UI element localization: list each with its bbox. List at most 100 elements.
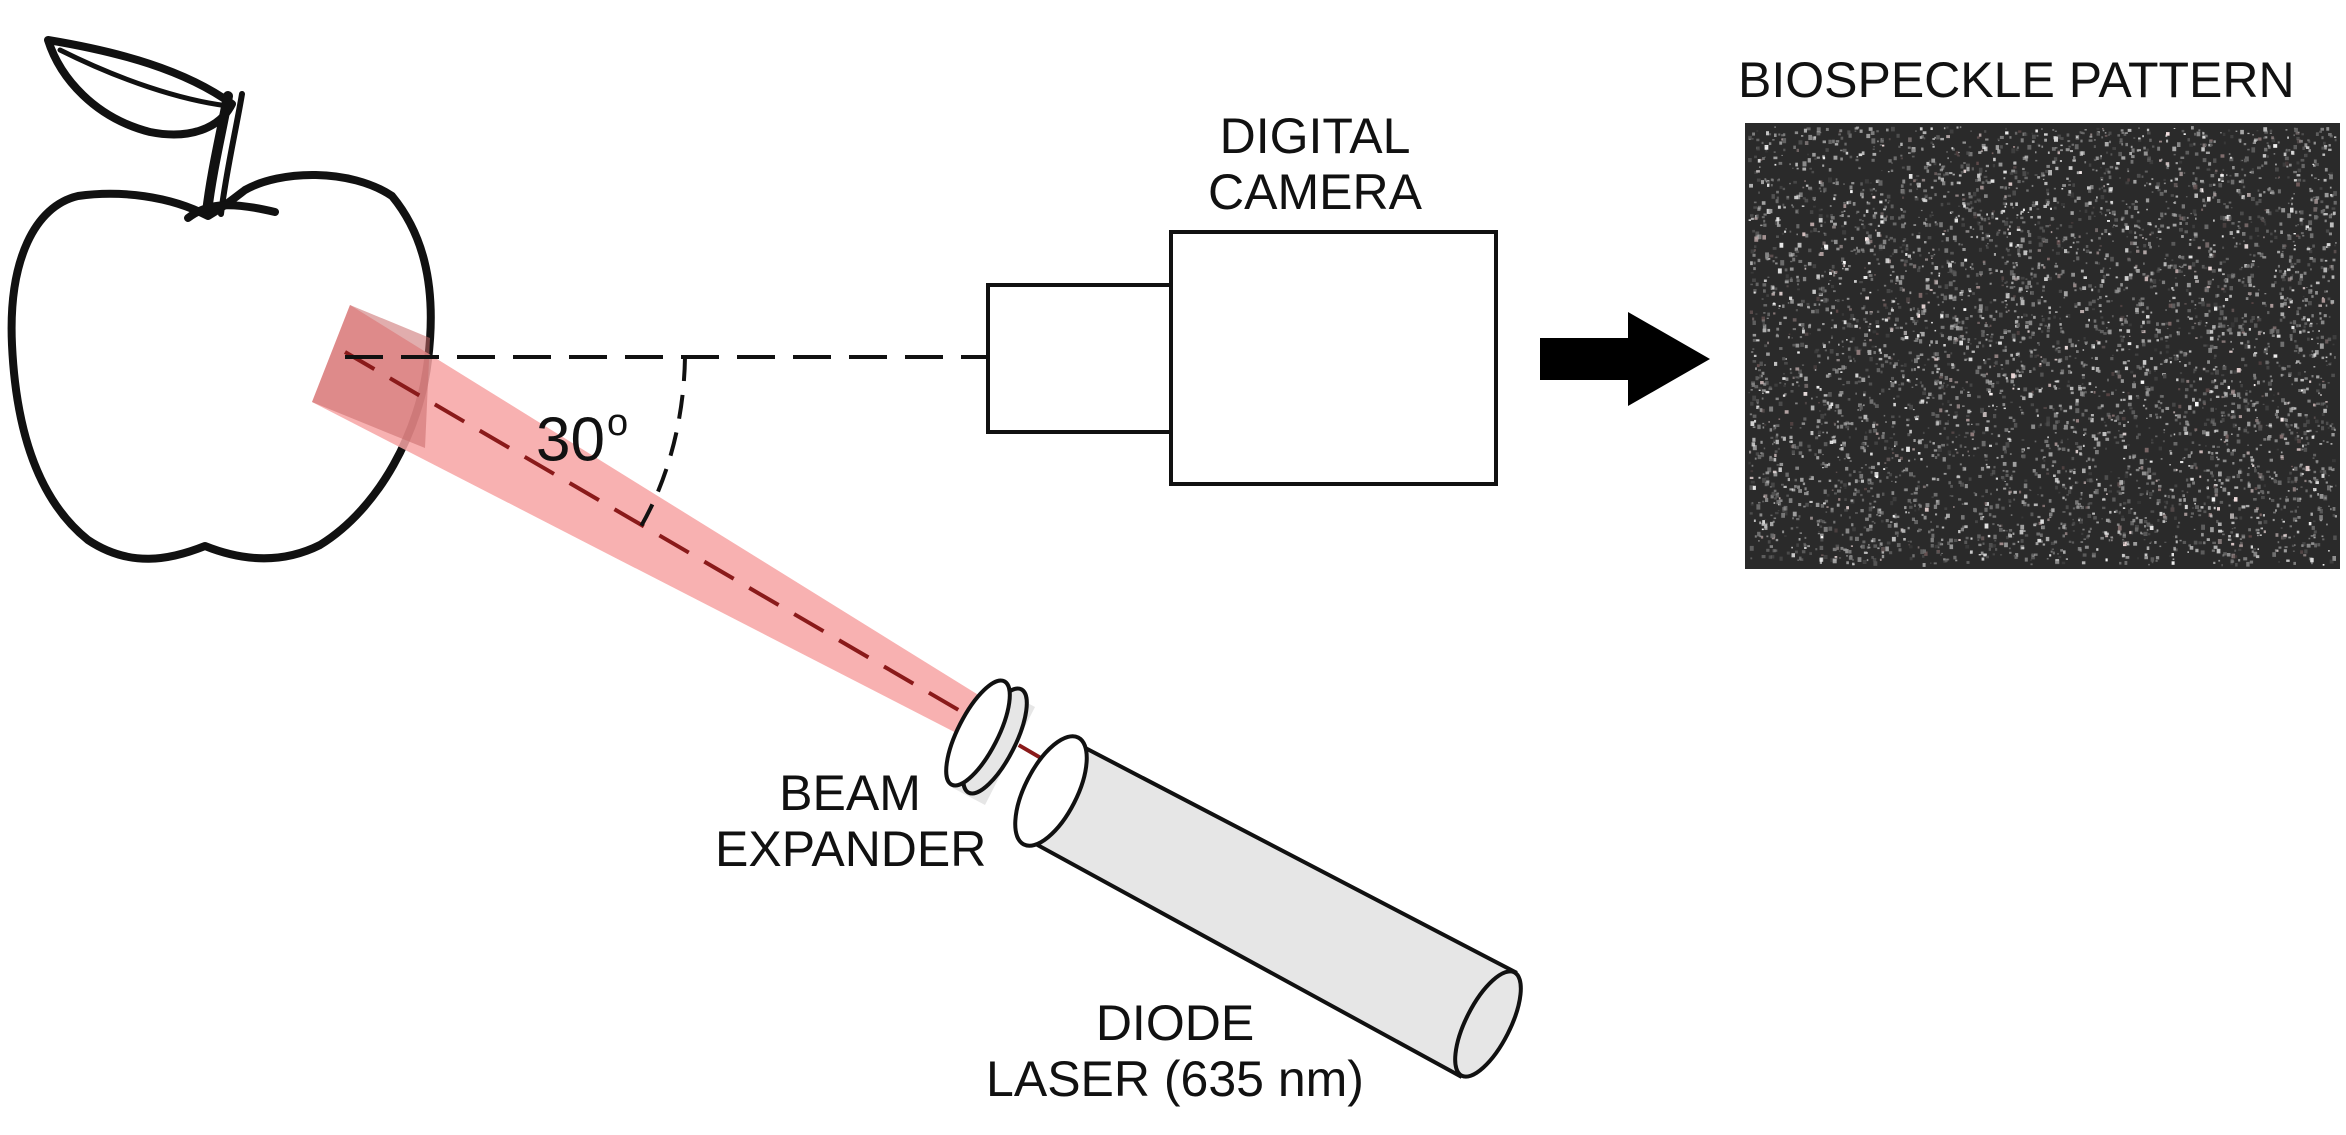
speckle-dot	[2156, 322, 2159, 326]
speckle-dot	[2250, 399, 2253, 402]
speckle-dot	[1816, 425, 1820, 429]
speckle-dot	[2106, 412, 2111, 417]
speckle-dot	[1961, 503, 1964, 505]
speckle-dot	[1869, 239, 1873, 244]
speckle-dot	[2056, 444, 2059, 448]
speckle-dot	[1972, 292, 1975, 295]
speckle-dot	[2132, 454, 2137, 458]
speckle-dot	[2082, 286, 2087, 290]
speckle-dot	[2059, 327, 2063, 330]
speckle-dot	[2230, 135, 2234, 139]
speckle-dot	[1976, 188, 1979, 192]
speckle-dot	[2081, 412, 2085, 417]
speckle-dot	[1941, 402, 1944, 406]
speckle-dot	[1977, 365, 1982, 370]
speckle-dot	[1809, 333, 1811, 335]
speckle-dot	[1757, 407, 1761, 410]
speckle-dot	[2153, 366, 2158, 370]
speckle-dot	[2204, 289, 2207, 292]
speckle-dot	[2237, 189, 2241, 194]
speckle-dot	[2135, 307, 2139, 312]
speckle-dot	[1828, 404, 1832, 409]
speckle-dot	[2002, 445, 2007, 451]
speckle-dot	[2022, 208, 2025, 212]
speckle-dot	[2107, 134, 2110, 136]
speckle-dot	[2115, 276, 2118, 279]
speckle-dot	[1943, 230, 1947, 232]
speckle-dot	[2327, 427, 2330, 429]
speckle-dot	[1916, 354, 1920, 360]
speckle-dot	[2118, 486, 2121, 488]
speckle-dot	[2228, 538, 2232, 541]
speckle-dot	[1905, 270, 1907, 272]
speckle-dot	[1961, 337, 1964, 340]
speckle-dot	[2277, 250, 2281, 254]
speckle-dot	[2145, 407, 2148, 410]
speckle-dot	[2107, 170, 2111, 174]
speckle-dot	[2323, 495, 2328, 501]
speckle-dot	[2226, 218, 2231, 222]
speckle-dot	[2024, 155, 2029, 159]
speckle-dot	[1785, 377, 1789, 381]
speckle-dot	[2009, 270, 2014, 276]
speckle-dot	[2122, 507, 2126, 509]
speckle-dot	[2119, 138, 2123, 143]
speckle-dot	[2322, 212, 2326, 216]
speckle-dot	[2313, 403, 2316, 407]
speckle-dot	[2325, 339, 2329, 344]
speckle-dot	[2256, 465, 2260, 468]
speckle-dot	[1852, 202, 1856, 206]
speckle-dot	[2020, 276, 2025, 280]
speckle-dot	[2273, 511, 2276, 514]
speckle-dot	[1909, 472, 1913, 477]
speckle-dot	[2021, 516, 2024, 519]
speckle-dot	[1953, 506, 1955, 508]
speckle-dot	[2058, 447, 2062, 450]
speckle-dot	[1784, 361, 1788, 365]
speckle-dot	[2145, 368, 2150, 372]
speckle-dot	[2117, 525, 2122, 531]
speckle-dot	[2014, 262, 2018, 265]
speckle-dot	[2027, 211, 2030, 213]
speckle-dot	[2291, 383, 2293, 386]
speckle-dot	[2094, 437, 2099, 441]
speckle-dot	[1834, 239, 1838, 245]
speckle-dot	[2103, 421, 2106, 424]
speckle-dot	[1843, 422, 1847, 426]
speckle-dot	[1954, 381, 1959, 384]
speckle-dot	[1774, 163, 1777, 166]
speckle-dot	[1782, 511, 1785, 513]
speckle-dot	[1854, 427, 1857, 431]
speckle-dot	[2008, 490, 2012, 494]
speckle-dot	[2016, 264, 2018, 267]
speckle-dot	[2072, 418, 2075, 422]
speckle-dot	[2060, 369, 2065, 375]
speckle-dot	[1998, 524, 2002, 528]
speckle-dot	[2038, 389, 2042, 393]
speckle-dot	[2104, 214, 2107, 217]
speckle-dot	[1759, 521, 1762, 525]
speckle-dot	[2128, 323, 2132, 327]
speckle-dot	[2121, 416, 2126, 421]
speckle-dot	[1807, 444, 1811, 448]
speckle-dot	[2132, 518, 2136, 523]
speckle-dot	[2309, 249, 2313, 254]
speckle-dot	[2193, 462, 2197, 467]
speckle-dot	[1900, 184, 1904, 188]
speckle-dot	[2182, 457, 2185, 460]
speckle-dot	[1983, 359, 1985, 361]
speckle-dot	[1903, 330, 1907, 336]
speckle-dot	[2158, 446, 2162, 451]
speckle-dot	[1857, 557, 1862, 562]
speckle-dot	[1801, 422, 1806, 425]
speckle-dot	[2288, 259, 2292, 263]
speckle-dot	[2084, 341, 2088, 344]
speckle-dot	[2059, 317, 2061, 320]
speckle-dot	[2321, 535, 2324, 538]
speckle-dot	[2272, 518, 2275, 522]
speckle-dot	[1812, 289, 1816, 294]
speckle-dot	[1943, 173, 1946, 177]
speckle-dot	[2202, 198, 2205, 203]
speckle-dot	[2031, 331, 2035, 336]
speckle-dot	[1775, 492, 1779, 498]
